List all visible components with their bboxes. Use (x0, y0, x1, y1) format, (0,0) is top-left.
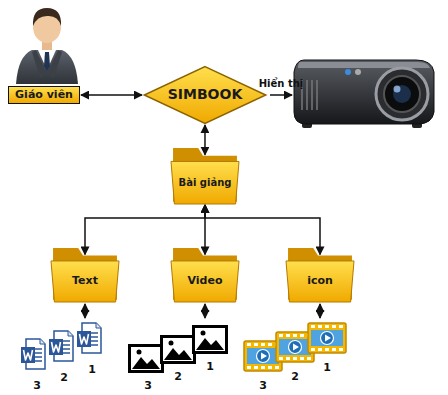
node-label: icon (307, 275, 333, 287)
content-arrows (85, 304, 320, 318)
connector-arrow (81, 94, 142, 96)
arrow-label: Hiển thị (259, 78, 304, 89)
callout-number: 1 (88, 364, 96, 376)
word-icons (21, 323, 101, 369)
connector-arrow (85, 205, 205, 255)
callout-number: 1 (323, 362, 331, 374)
folder-node: icon (286, 248, 354, 302)
projector-illustration (294, 60, 434, 128)
callout-number: 2 (291, 371, 299, 383)
callout-number: 3 (144, 380, 152, 392)
node-label: Bài giảng (179, 177, 232, 188)
callout-number: 1 (206, 361, 214, 373)
folder-node: Bài giảng (171, 148, 239, 204)
decision-diamond: SIMBOOK (143, 66, 267, 124)
folder-outline (171, 148, 239, 204)
callout-number: 2 (174, 371, 182, 383)
node-label: Video (188, 275, 223, 287)
callout-number: 2 (60, 372, 68, 384)
folder-node: Video (171, 248, 239, 302)
folder-node: Text (51, 248, 119, 302)
callout-number: 3 (33, 380, 41, 392)
callout-number: 3 (259, 380, 267, 392)
node-label: SIMBOOK (168, 87, 243, 102)
connector-arrow (205, 205, 320, 255)
actor-label-box: Giáo viên (8, 86, 80, 104)
node-label: Text (72, 275, 98, 287)
display-arrow (270, 94, 292, 96)
node-label: Giáo viên (15, 89, 73, 101)
teacher-figure (16, 8, 78, 84)
connector-arrow (204, 125, 206, 155)
